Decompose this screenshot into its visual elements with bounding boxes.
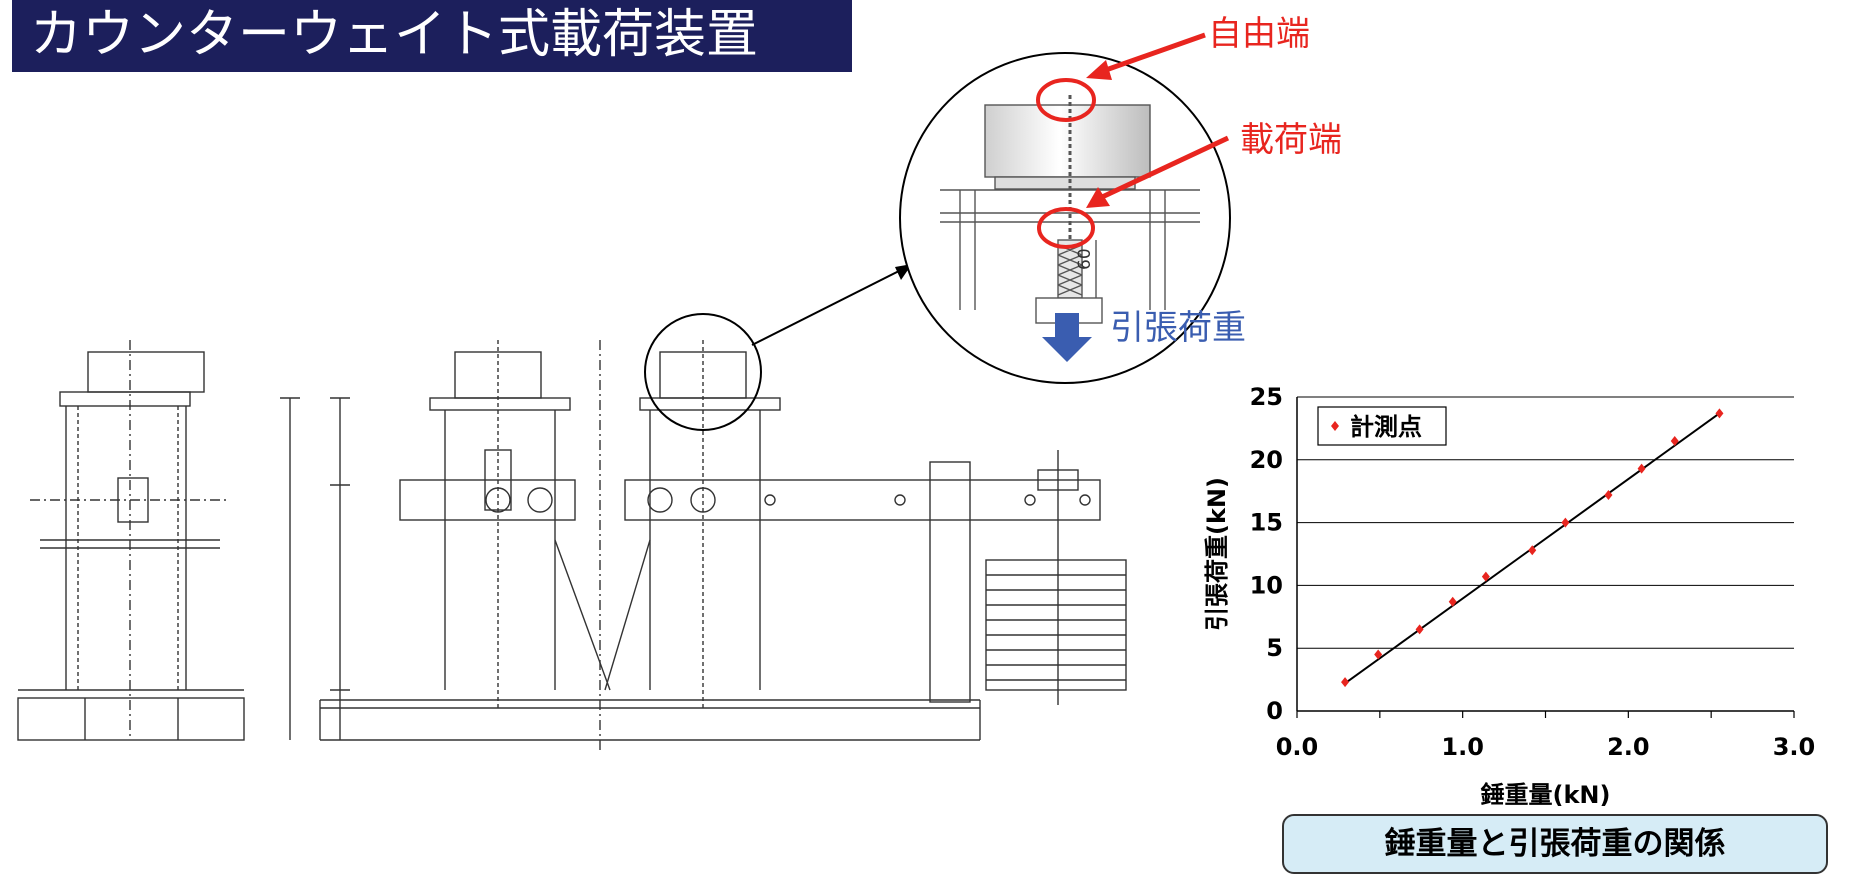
free-end-arrow <box>1086 60 1112 80</box>
data-point <box>1561 517 1570 528</box>
loading-end-arrow <box>1086 187 1110 208</box>
y-tick-label: 0 <box>1266 697 1283 725</box>
dimension-60: 60 <box>1075 248 1095 270</box>
loading-end-marker <box>1037 207 1095 249</box>
legend-marker <box>1331 421 1339 431</box>
x-axis-label: 錘重量(kN) <box>1481 781 1611 809</box>
data-point <box>1341 677 1350 688</box>
legend-label: 計測点 <box>1350 413 1422 441</box>
free-end-marker <box>1036 78 1096 122</box>
load-chart: 0 5 10 15 20 25 0.0 1.0 2.0 3.0 錘重量(kN) 引張荷重(kN) 計測点 <box>1203 383 1815 809</box>
y-axis-label: 引張荷重(kN) <box>1203 477 1231 631</box>
tensile-load-arrow <box>1042 313 1092 362</box>
data-point <box>1604 489 1613 500</box>
lever-arm <box>624 479 1101 521</box>
x-tick-label: 1.0 <box>1441 733 1484 761</box>
data-point <box>1448 596 1457 607</box>
data-point <box>1528 545 1537 556</box>
magnified-view: 60 <box>899 52 1231 384</box>
data-point <box>1670 435 1679 446</box>
free-end-label: 自由端 <box>1208 14 1310 54</box>
data-point <box>1715 408 1724 419</box>
y-tick-label: 25 <box>1250 383 1283 411</box>
legend-box <box>1317 406 1447 446</box>
left-weight-block <box>87 351 205 393</box>
x-tick-label: 3.0 <box>1773 733 1816 761</box>
zoom-source-circle <box>644 313 762 431</box>
data-point <box>1481 571 1490 582</box>
data-point <box>1415 624 1424 635</box>
data-point <box>1637 463 1646 474</box>
data-point <box>1374 649 1383 660</box>
chart-caption: 錘重量と引張荷重の関係 <box>1282 814 1828 874</box>
y-tick-label: 20 <box>1250 446 1283 474</box>
chart-legend: 計測点 <box>1317 406 1447 446</box>
y-tick-label: 15 <box>1250 509 1283 537</box>
x-tick-label: 0.0 <box>1276 733 1319 761</box>
y-tick-label: 10 <box>1250 571 1283 599</box>
magnified-weight <box>984 104 1151 178</box>
loading-end-label: 載荷端 <box>1240 120 1342 160</box>
counterweight-stack <box>985 559 1127 691</box>
page-title: カウンターウェイト式載荷装置 <box>12 0 852 72</box>
tensile-load-label: 引張荷重 <box>1110 308 1246 348</box>
y-tick-label: 5 <box>1266 634 1283 662</box>
x-tick-label: 2.0 <box>1607 733 1650 761</box>
